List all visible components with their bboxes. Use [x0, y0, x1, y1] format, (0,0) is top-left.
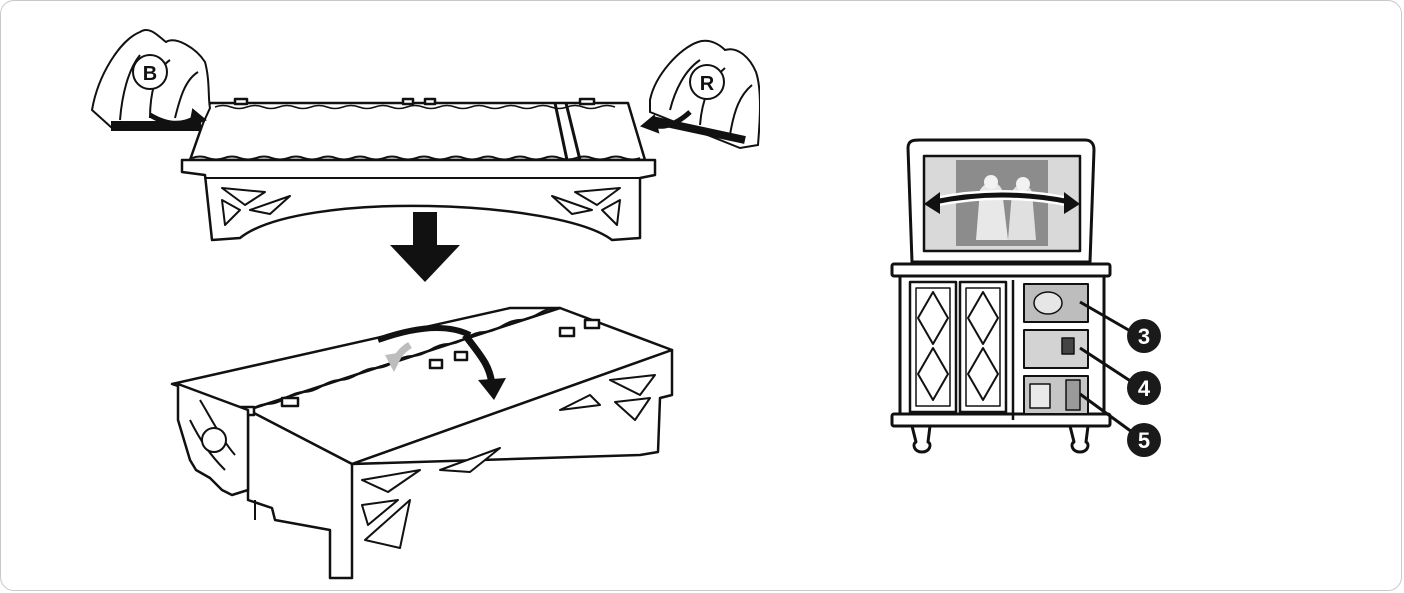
callout-4: 4	[1127, 371, 1161, 405]
clip-right-icon: R	[642, 41, 760, 148]
callout-5: 5	[1127, 423, 1161, 457]
svg-text:R: R	[700, 73, 715, 95]
assembly-illustration: B R	[0, 0, 760, 593]
clip-left-icon: B	[92, 30, 210, 130]
step-2-table	[172, 308, 672, 578]
callout-3: 3	[1127, 319, 1161, 353]
svg-text:3: 3	[1138, 324, 1150, 349]
cabinet-illustration: 3 4 5	[880, 130, 1180, 470]
down-arrow-icon	[390, 212, 460, 282]
svg-text:4: 4	[1138, 376, 1151, 401]
svg-text:5: 5	[1138, 428, 1150, 453]
svg-text:B: B	[143, 63, 157, 85]
